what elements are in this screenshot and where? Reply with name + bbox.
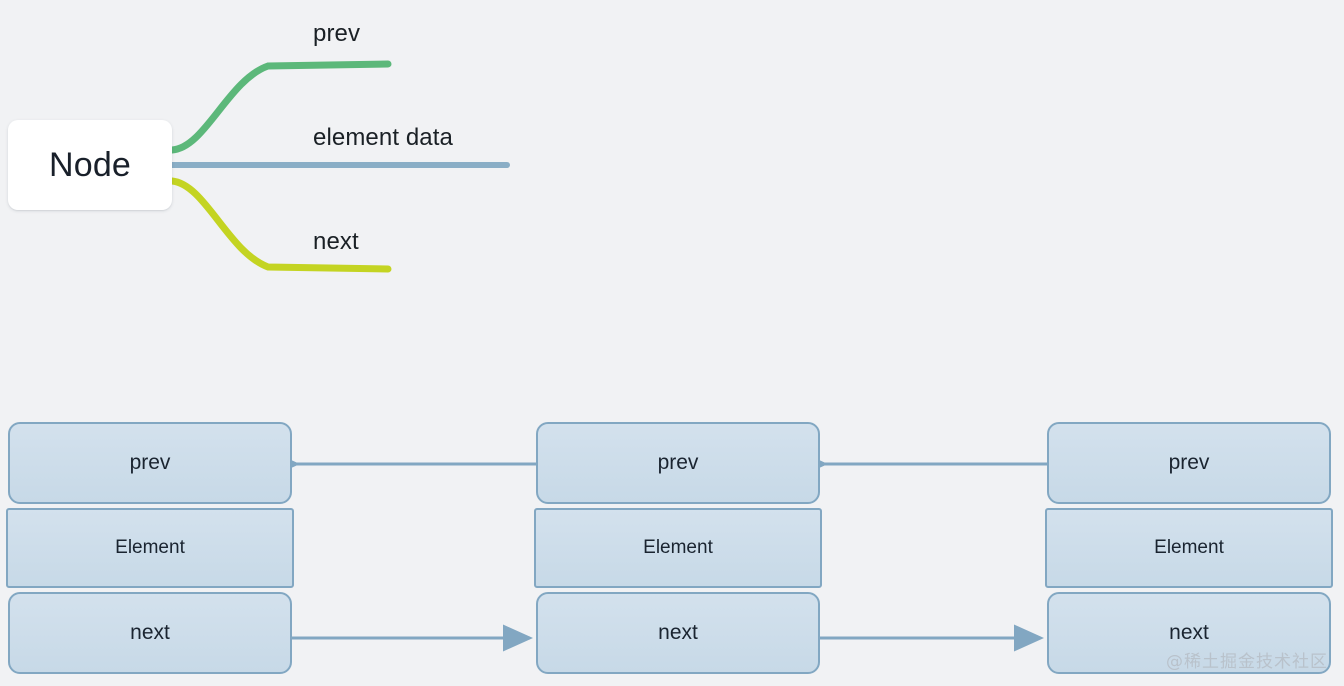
node-cell-prev[interactable]: prev bbox=[8, 422, 292, 504]
node-cell-next-label: next bbox=[1169, 621, 1209, 644]
root-node-box[interactable]: Node bbox=[8, 120, 172, 210]
branch-line-next bbox=[168, 177, 392, 273]
node-cell-prev-label: prev bbox=[129, 451, 171, 474]
node-cell-element[interactable]: Element bbox=[534, 508, 822, 588]
node-cell-prev-label: prev bbox=[1168, 451, 1210, 474]
node-cell-element-label: Element bbox=[1154, 537, 1224, 558]
branch-label-element-data: element data bbox=[313, 124, 453, 151]
mindmap-section: Node prev element data next bbox=[8, 20, 510, 273]
node-cell-next-label: next bbox=[130, 621, 170, 644]
branch-label-next: next bbox=[313, 228, 359, 255]
node-cell-next[interactable]: next bbox=[8, 592, 292, 674]
node-cell-next[interactable]: next bbox=[536, 592, 820, 674]
list-node[interactable]: prev Element next bbox=[1045, 422, 1333, 674]
node-cell-next-label: next bbox=[658, 621, 698, 644]
watermark: @稀土掘金技术社区 bbox=[1166, 652, 1328, 672]
node-cell-prev-label: prev bbox=[657, 451, 699, 474]
node-cell-element[interactable]: Element bbox=[6, 508, 294, 588]
node-cell-prev[interactable]: prev bbox=[1047, 422, 1331, 504]
mindmap-branch-lines bbox=[168, 60, 510, 273]
node-cell-element-label: Element bbox=[643, 537, 713, 558]
linked-list-section: prev Element next prev Element next prev… bbox=[0, 400, 1344, 686]
branch-line-prev bbox=[168, 60, 392, 154]
node-cell-element-label: Element bbox=[115, 537, 185, 558]
node-cell-next[interactable]: next bbox=[1047, 592, 1331, 674]
list-node[interactable]: prev Element next bbox=[6, 422, 294, 674]
root-node-label: Node bbox=[48, 145, 132, 184]
branch-label-prev: prev bbox=[313, 20, 361, 47]
list-node[interactable]: prev Element next bbox=[534, 422, 822, 674]
node-cell-prev[interactable]: prev bbox=[536, 422, 820, 504]
node-cell-element[interactable]: Element bbox=[1045, 508, 1333, 588]
